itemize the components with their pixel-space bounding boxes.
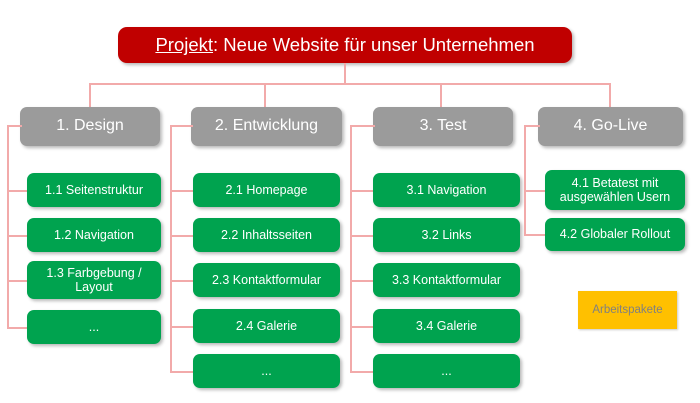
phase-node-4[interactable]: 4. Go-Live: [538, 107, 683, 146]
connector-phase2-stem: [170, 125, 172, 372]
package-node-3-4[interactable]: 3.4 Galerie: [373, 309, 520, 343]
connector-horizontal-bus: [89, 83, 611, 85]
package-node-1-1[interactable]: 1.1 Seitenstruktur: [27, 173, 161, 207]
connector-pkg-1-2-stub: [7, 235, 28, 237]
package-node-3-1[interactable]: 3.1 Navigation: [373, 173, 520, 207]
connector-pkg-2-5-stub: [170, 371, 194, 373]
package-node-1-1-label: 1.1 Seitenstruktur: [45, 182, 143, 197]
package-node-1-4-label: ...: [88, 319, 100, 334]
package-node-2-1-label: 2.1 Homepage: [225, 182, 308, 197]
package-node-1-2[interactable]: 1.2 Navigation: [27, 218, 161, 252]
root-node-label-underlined: Projekt: [155, 34, 214, 56]
package-node-3-4-label: 3.4 Galerie: [415, 318, 478, 333]
connector-bus-drop-4: [609, 83, 611, 107]
package-node-2-4[interactable]: 2.4 Galerie: [193, 309, 340, 343]
package-node-3-5-label: ...: [441, 363, 452, 378]
connector-pkg-2-4-stub: [170, 326, 194, 328]
connector-pkg-4-1-stub: [524, 190, 546, 192]
legend-work-packages-label: Arbeitspakete: [592, 304, 663, 316]
phase-node-1-label: 1. Design: [56, 117, 124, 135]
package-node-2-2[interactable]: 2.2 Inhaltsseiten: [193, 218, 340, 252]
connector-phase3-stub: [350, 125, 375, 127]
legend-work-packages: Arbeitspakete: [578, 291, 677, 329]
package-node-4-2[interactable]: 4.2 Globaler Rollout: [545, 218, 685, 251]
connector-pkg-1-1-stub: [7, 190, 28, 192]
connector-pkg-3-2-stub: [350, 235, 374, 237]
package-node-2-4-label: 2.4 Galerie: [235, 318, 298, 333]
connector-bus-drop-1: [89, 83, 91, 107]
connector-phase1-stem: [7, 125, 9, 328]
connector-pkg-2-3-stub: [170, 280, 194, 282]
connector-phase2-stub: [170, 125, 193, 127]
package-node-4-1-label: 4.1 Betatest mit ausgewählen Usern: [559, 175, 671, 204]
package-node-4-1[interactable]: 4.1 Betatest mit ausgewählen Usern: [545, 170, 685, 210]
package-node-1-2-label: 1.2 Navigation: [54, 227, 134, 242]
connector-bus-drop-3: [440, 83, 442, 107]
package-node-2-5-label: ...: [261, 363, 272, 378]
connector-pkg-3-3-stub: [350, 280, 374, 282]
connector-bus-drop-2: [264, 83, 266, 107]
connector-pkg-2-2-stub: [170, 235, 194, 237]
package-node-2-3[interactable]: 2.3 Kontaktformular: [193, 263, 340, 297]
package-node-4-2-label: 4.2 Globaler Rollout: [559, 227, 671, 242]
phase-node-4-label: 4. Go-Live: [573, 117, 648, 135]
phase-node-1[interactable]: 1. Design: [20, 107, 160, 146]
connector-pkg-3-5-stub: [350, 371, 374, 373]
connector-pkg-3-4-stub: [350, 326, 374, 328]
connector-pkg-4-2-stub: [524, 234, 546, 236]
connector-phase4-stub: [524, 125, 540, 127]
root-node-label: Projekt: Neue Website für unser Unterneh…: [155, 34, 534, 55]
package-node-2-2-label: 2.2 Inhaltsseiten: [220, 227, 313, 242]
package-node-3-1-label: 3.1 Navigation: [406, 182, 487, 197]
package-node-1-3-label: 1.3 Farbgebung / Layout: [46, 265, 142, 294]
connector-phase4-stem: [524, 125, 526, 235]
package-node-3-3-label: 3.3 Kontaktformular: [391, 272, 502, 287]
connector-pkg-1-4-stub: [7, 327, 28, 329]
package-node-3-3[interactable]: 3.3 Kontaktformular: [373, 263, 520, 297]
phase-node-2[interactable]: 2. Entwicklung: [191, 107, 342, 146]
package-node-2-5[interactable]: ...: [193, 354, 340, 388]
connector-phase3-stem: [350, 125, 352, 372]
package-node-2-3-label: 2.3 Kontaktformular: [211, 272, 322, 287]
connector-pkg-3-1-stub: [350, 190, 374, 192]
connector-root-drop: [344, 63, 346, 84]
package-node-2-1[interactable]: 2.1 Homepage: [193, 173, 340, 207]
package-node-3-5[interactable]: ...: [373, 354, 520, 388]
phase-node-2-label: 2. Entwicklung: [214, 117, 319, 135]
root-node-project[interactable]: Projekt: Neue Website für unser Unterneh…: [118, 27, 572, 63]
connector-pkg-1-3-stub: [7, 280, 28, 282]
package-node-1-4[interactable]: ...: [27, 310, 161, 344]
connector-pkg-2-1-stub: [170, 190, 194, 192]
connector-phase1-stub: [7, 125, 22, 127]
phase-node-3-label: 3. Test: [419, 117, 467, 135]
package-node-3-2[interactable]: 3.2 Links: [373, 218, 520, 252]
phase-node-3[interactable]: 3. Test: [373, 107, 513, 146]
root-node-label-rest: : Neue Website für unser Unternehmen: [213, 34, 535, 56]
package-node-3-2-label: 3.2 Links: [421, 227, 472, 242]
package-node-1-3[interactable]: 1.3 Farbgebung / Layout: [27, 261, 161, 299]
